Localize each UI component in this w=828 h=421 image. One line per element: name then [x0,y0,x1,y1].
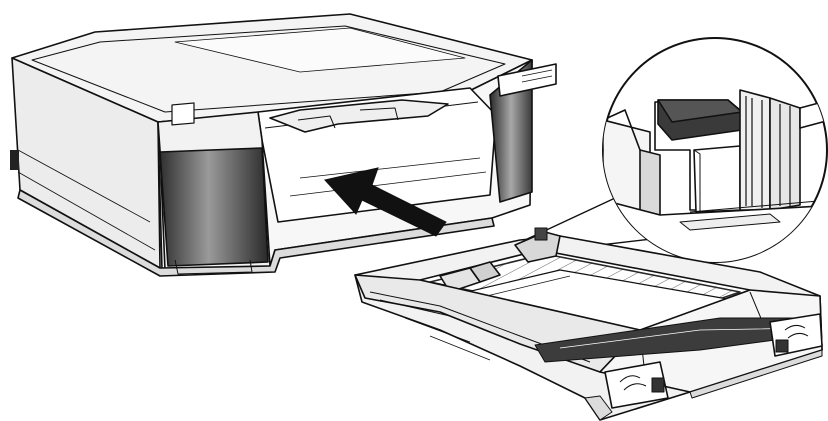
insert-arrow-icon [324,167,447,237]
printer [10,13,557,277]
cassette-handle-left [604,361,669,409]
paper-cassette [354,227,823,421]
detail-magnifier [524,37,828,263]
printer-base [17,189,495,277]
output-tray [269,99,449,133]
front-button-icon [171,102,195,126]
